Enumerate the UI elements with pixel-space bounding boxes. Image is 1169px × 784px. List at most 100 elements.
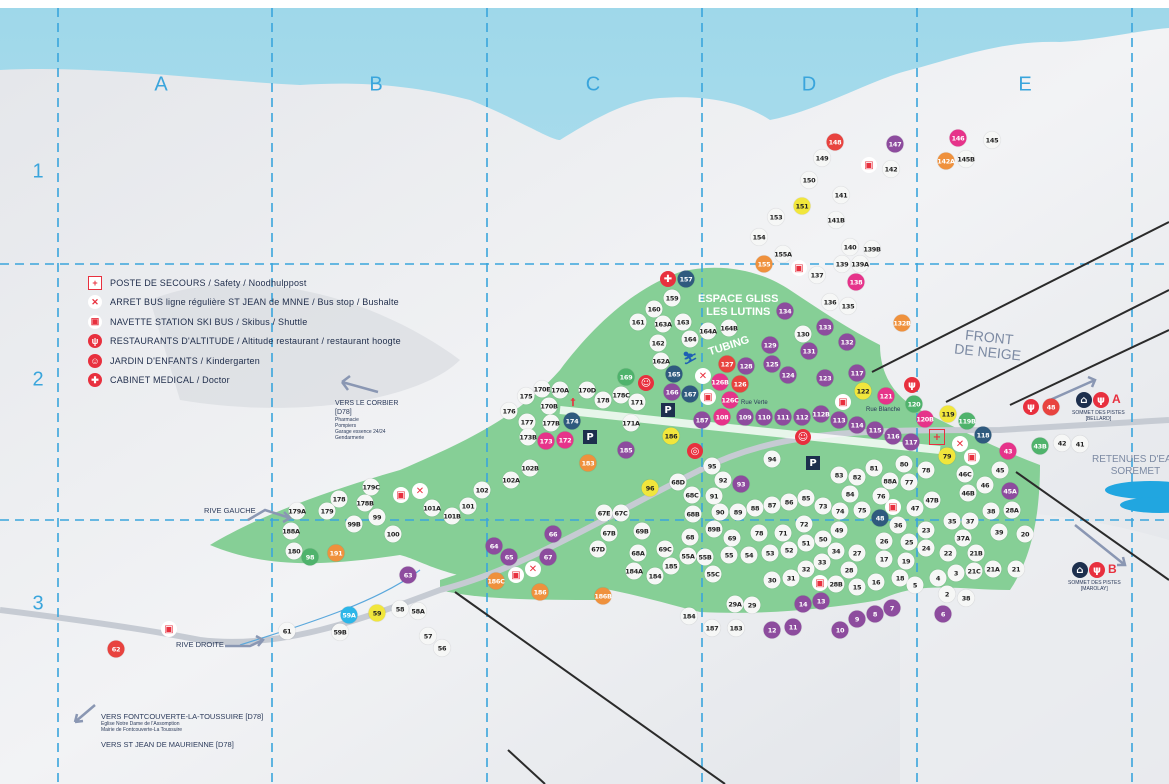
building-marker-126c[interactable]: 126C (721, 391, 739, 409)
building-marker-191[interactable]: 191 (327, 544, 345, 562)
building-marker-86[interactable]: 86 (780, 493, 798, 511)
restaurant-icon[interactable]: ψ (1023, 399, 1039, 415)
building-marker-166[interactable]: 166 (663, 383, 681, 401)
building-marker-15[interactable]: 15 (848, 578, 866, 596)
building-marker-164b[interactable]: 164B (720, 319, 738, 337)
building-marker-114[interactable]: 114 (848, 416, 866, 434)
shuttle-bus-icon[interactable]: ▣ (161, 621, 177, 637)
shuttle-bus-icon[interactable]: ▣ (885, 499, 901, 515)
building-marker-128[interactable]: 128 (737, 357, 755, 375)
building-marker-55c[interactable]: 55C (704, 565, 722, 583)
building-marker-66[interactable]: 66 (544, 525, 562, 543)
building-marker-161[interactable]: 161 (629, 313, 647, 331)
building-marker-94[interactable]: 94 (763, 450, 781, 468)
building-marker-55b[interactable]: 55B (696, 548, 714, 566)
building-marker-48[interactable]: 48 (871, 509, 889, 527)
shuttle-bus-icon[interactable]: ▣ (835, 394, 851, 410)
building-marker-180[interactable]: 180 (285, 542, 303, 560)
building-marker-187[interactable]: 187 (693, 411, 711, 429)
building-marker-46b[interactable]: 46B (959, 484, 977, 502)
building-marker-178[interactable]: 178 (594, 391, 612, 409)
building-marker-19[interactable]: 19 (897, 552, 915, 570)
building-marker-118[interactable]: 118 (974, 426, 992, 444)
building-marker-177[interactable]: 177 (518, 413, 536, 431)
building-marker-48[interactable]: 48 (1042, 398, 1060, 416)
building-marker-188a[interactable]: 188A (282, 522, 300, 540)
building-marker-85[interactable]: 85 (797, 489, 815, 507)
building-marker-173[interactable]: 173 (537, 432, 555, 450)
building-marker-145[interactable]: 145 (983, 131, 1001, 149)
bus-stop-x-icon[interactable]: ✕ (695, 368, 711, 384)
building-marker-132[interactable]: 132 (838, 333, 856, 351)
building-marker-129[interactable]: 129 (761, 336, 779, 354)
building-marker-153[interactable]: 153 (767, 208, 785, 226)
building-marker-41[interactable]: 41 (1071, 435, 1089, 453)
building-marker-47b[interactable]: 47B (923, 491, 941, 509)
building-marker-112[interactable]: 112 (793, 408, 811, 426)
building-marker-27[interactable]: 27 (848, 544, 866, 562)
building-marker-67c[interactable]: 67C (612, 504, 630, 522)
shuttle-bus-icon[interactable]: ▣ (700, 389, 716, 405)
building-marker-69b[interactable]: 69B (633, 522, 651, 540)
building-marker-109[interactable]: 109 (736, 408, 754, 426)
ski-school-icon[interactable]: ⛷ (682, 351, 698, 365)
building-marker-22[interactable]: 22 (939, 544, 957, 562)
building-marker-150[interactable]: 150 (800, 171, 818, 189)
building-marker-43[interactable]: 43 (999, 442, 1017, 460)
building-marker-28b[interactable]: 28B (827, 575, 845, 593)
building-marker-174[interactable]: 174 (563, 412, 581, 430)
building-marker-63[interactable]: 63 (399, 566, 417, 584)
building-marker-139b[interactable]: 139B (863, 240, 881, 258)
building-marker-102a[interactable]: 102A (502, 471, 520, 489)
building-marker-12[interactable]: 12 (763, 621, 781, 639)
building-marker-186[interactable]: 186 (662, 427, 680, 445)
building-marker-89[interactable]: 89 (729, 503, 747, 521)
building-marker-122[interactable]: 122 (854, 382, 872, 400)
building-marker-30[interactable]: 30 (763, 571, 781, 589)
building-marker-67d[interactable]: 67D (589, 540, 607, 558)
first-aid-icon[interactable]: + (929, 429, 945, 445)
building-marker-26[interactable]: 26 (875, 532, 893, 550)
bus-stop-x-icon[interactable]: ✕ (525, 561, 541, 577)
building-marker-149[interactable]: 149 (813, 149, 831, 167)
building-marker-6[interactable]: 6 (934, 605, 952, 623)
building-marker-142[interactable]: 142 (882, 160, 900, 178)
building-marker-47[interactable]: 47 (906, 499, 924, 517)
building-marker-145b[interactable]: 145B (957, 150, 975, 168)
parking-icon[interactable]: P (806, 456, 820, 470)
building-marker-17[interactable]: 17 (875, 550, 893, 568)
building-marker-173b[interactable]: 173B (519, 428, 537, 446)
building-marker-108[interactable]: 108 (713, 408, 731, 426)
building-marker-13[interactable]: 13 (812, 592, 830, 610)
building-marker-133[interactable]: 133 (816, 318, 834, 336)
building-marker-119[interactable]: 119 (939, 405, 957, 423)
building-marker-21c[interactable]: 21C (965, 562, 983, 580)
building-marker-167[interactable]: 167 (681, 385, 699, 403)
building-marker-110[interactable]: 110 (755, 408, 773, 426)
bus-stop-x-icon[interactable]: ✕ (412, 483, 428, 499)
building-marker-171a[interactable]: 171A (622, 414, 640, 432)
building-marker-163[interactable]: 163 (674, 313, 692, 331)
building-marker-38[interactable]: 38 (982, 502, 1000, 520)
building-marker-10[interactable]: 10 (831, 621, 849, 639)
building-marker-148[interactable]: 148 (826, 133, 844, 151)
building-marker-130[interactable]: 130 (794, 325, 812, 343)
building-marker-55[interactable]: 55 (720, 546, 738, 564)
building-marker-2[interactable]: 2 (938, 585, 956, 603)
building-marker-53[interactable]: 53 (761, 544, 779, 562)
bus-stop-x-icon[interactable]: ✕ (952, 436, 968, 452)
building-marker-160[interactable]: 160 (645, 300, 663, 318)
building-marker-69c[interactable]: 69C (656, 540, 674, 558)
doctor-icon[interactable]: ✚ (660, 271, 676, 287)
building-marker-134[interactable]: 134 (776, 302, 794, 320)
building-marker-170d[interactable]: 170D (578, 381, 596, 399)
building-marker-116[interactable]: 116 (884, 427, 902, 445)
building-marker-49[interactable]: 49 (830, 521, 848, 539)
building-marker-112b[interactable]: 112B (812, 405, 830, 423)
building-marker-73[interactable]: 73 (814, 497, 832, 515)
building-marker-88a[interactable]: 88A (881, 472, 899, 490)
building-marker-36[interactable]: 36 (889, 516, 907, 534)
building-marker-28a[interactable]: 28A (1003, 501, 1021, 519)
building-marker-157[interactable]: 157 (677, 270, 695, 288)
building-marker-95[interactable]: 95 (703, 457, 721, 475)
